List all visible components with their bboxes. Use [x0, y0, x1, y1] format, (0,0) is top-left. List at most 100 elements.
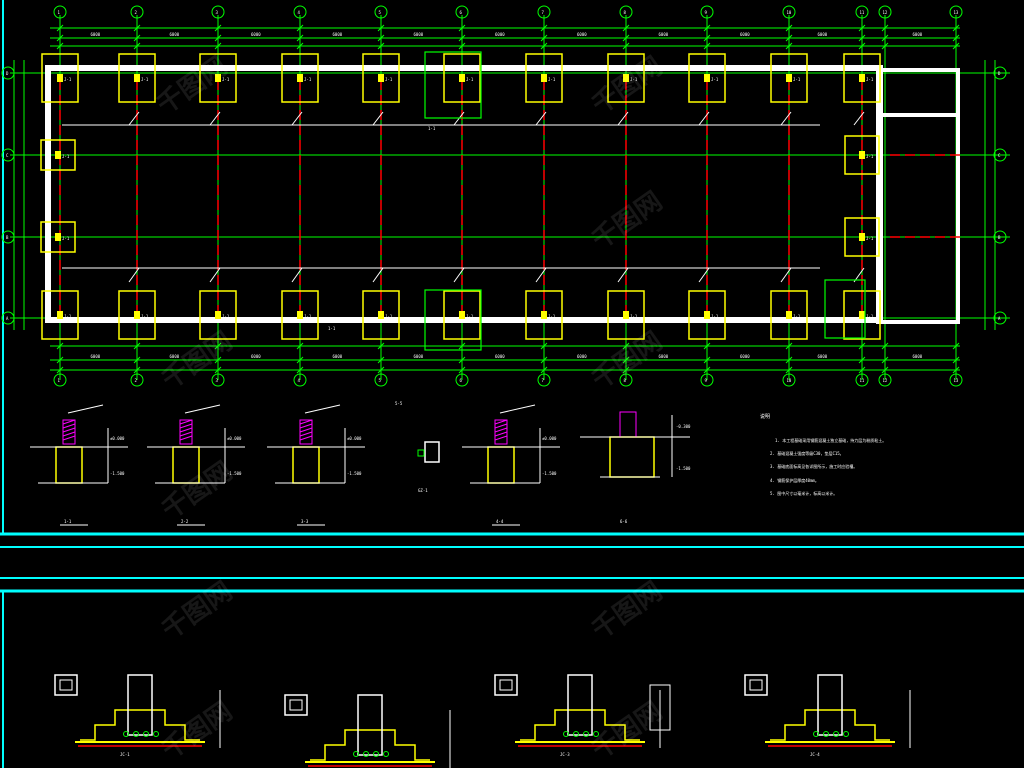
rebar-dot — [153, 731, 159, 737]
footing-outline — [40, 139, 76, 171]
plan-key — [494, 674, 518, 696]
dimension-tick — [703, 356, 711, 364]
dimension-text: 6000 — [333, 354, 343, 359]
footing: J-1 — [688, 53, 726, 103]
axis-bubble — [855, 5, 869, 19]
footing-outline — [362, 290, 400, 340]
rebar-hatch — [62, 419, 76, 425]
axis-bubble-label: 2 — [135, 378, 138, 383]
footing: J-1 — [844, 217, 880, 257]
detail-label: JC-1 — [120, 752, 130, 757]
tie-beam-hatch — [535, 111, 547, 126]
footing-tag: J-1 — [630, 314, 638, 319]
footing: J-1 — [443, 290, 481, 340]
column-stub — [215, 74, 221, 82]
dimension-tick — [540, 34, 548, 42]
dimension-text: 6000 — [818, 32, 828, 37]
axis-bubble — [455, 373, 469, 387]
rebar-hatch — [494, 423, 508, 429]
plan-key-inner — [289, 699, 303, 711]
footing-outline — [688, 53, 726, 103]
footing-outline — [844, 217, 880, 257]
footing-outline — [41, 53, 79, 103]
dimension-tick — [785, 34, 793, 42]
axis-bubble-label: A — [6, 316, 9, 321]
axis-bubble — [949, 373, 963, 387]
notes-line-4: 4. 钢筋保护层厚度40mm。 — [770, 477, 819, 483]
tie-beam-hatch — [698, 267, 710, 283]
rebar-hatch — [494, 419, 508, 425]
axis-bubble — [53, 5, 67, 19]
pedestal-column — [567, 674, 593, 736]
dimension-tick — [881, 24, 889, 32]
dimension-text: 6000 — [91, 354, 101, 359]
dimension-text: 6000 — [91, 32, 101, 37]
axis-bubble — [782, 373, 796, 387]
column-stub — [134, 311, 140, 319]
footing-outline — [443, 290, 481, 340]
dimension-tick — [377, 342, 385, 350]
axis-bubble — [374, 373, 388, 387]
tie-beam-hatch — [617, 267, 629, 283]
footing: J-1 — [525, 53, 563, 103]
footing-tag: J-1 — [711, 314, 719, 319]
notes-line-5: 5. 图中尺寸以毫米计，标高以米计。 — [770, 490, 837, 496]
axis-bubble-label: 11 — [860, 378, 865, 383]
footing-outline — [281, 290, 319, 340]
column-stub — [57, 311, 63, 319]
axis-bubble-label: 3 — [216, 378, 219, 383]
axis-bubble — [130, 373, 144, 387]
section-label: 1-1 — [64, 519, 72, 524]
section-label: 3-3 — [301, 519, 309, 524]
footing-outline — [843, 53, 881, 103]
axis-bubble — [53, 373, 67, 387]
column-stub — [786, 311, 792, 319]
column-stub — [297, 311, 303, 319]
dimension-tick — [214, 356, 222, 364]
rebar-hatch — [494, 427, 508, 433]
axis-bubble — [878, 373, 892, 387]
axis-bubble-label: 1 — [58, 10, 61, 15]
notes-line-2: 2. 基础混凝土强度等级C30，垫层C15。 — [770, 450, 844, 456]
dimension-text: 6000 — [414, 354, 424, 359]
column-stub — [786, 74, 792, 82]
dimension-tick — [214, 342, 222, 350]
axis-bubble — [700, 373, 714, 387]
footing-tag: J-1 — [385, 314, 393, 319]
axis-bubble — [878, 5, 892, 19]
tie-beam-hatch — [128, 111, 140, 126]
footing-tag: J-1 — [304, 77, 312, 82]
axis-bubble-label: 5 — [379, 10, 382, 15]
axis-bubble-label: 10 — [787, 378, 792, 383]
dimension-text: 6000 — [495, 354, 505, 359]
footing-outline — [362, 53, 400, 103]
column-stub — [704, 74, 710, 82]
dimension-tick — [56, 366, 64, 374]
dimension-tick — [214, 42, 222, 50]
rebar-hatch — [179, 431, 193, 437]
dimension-tick — [458, 42, 466, 50]
footing: J-1 — [525, 290, 563, 340]
axis-bubble — [993, 311, 1007, 325]
axis-bubble-label: D — [998, 71, 1001, 76]
dimension-tick — [56, 42, 64, 50]
tie-beam-hatch — [780, 267, 792, 283]
leader-line — [67, 404, 104, 414]
dimension-tick — [540, 24, 548, 32]
footing-outline — [843, 290, 881, 340]
rebar-hatch — [62, 423, 76, 429]
dimension-tick — [858, 42, 866, 50]
axis-bubble — [782, 5, 796, 19]
footing: J-1 — [41, 53, 79, 103]
rebar-dot — [823, 731, 829, 737]
footing: J-1 — [770, 53, 808, 103]
footing-outline — [118, 290, 156, 340]
rebar-hatch — [299, 431, 313, 437]
dimension-tick — [133, 42, 141, 50]
tie-beam-hatch — [780, 111, 792, 126]
axis-bubble-label: 4 — [298, 10, 301, 15]
dimension-tick — [858, 24, 866, 32]
footing-tag: J-1 — [630, 77, 638, 82]
dimension-tick — [377, 34, 385, 42]
